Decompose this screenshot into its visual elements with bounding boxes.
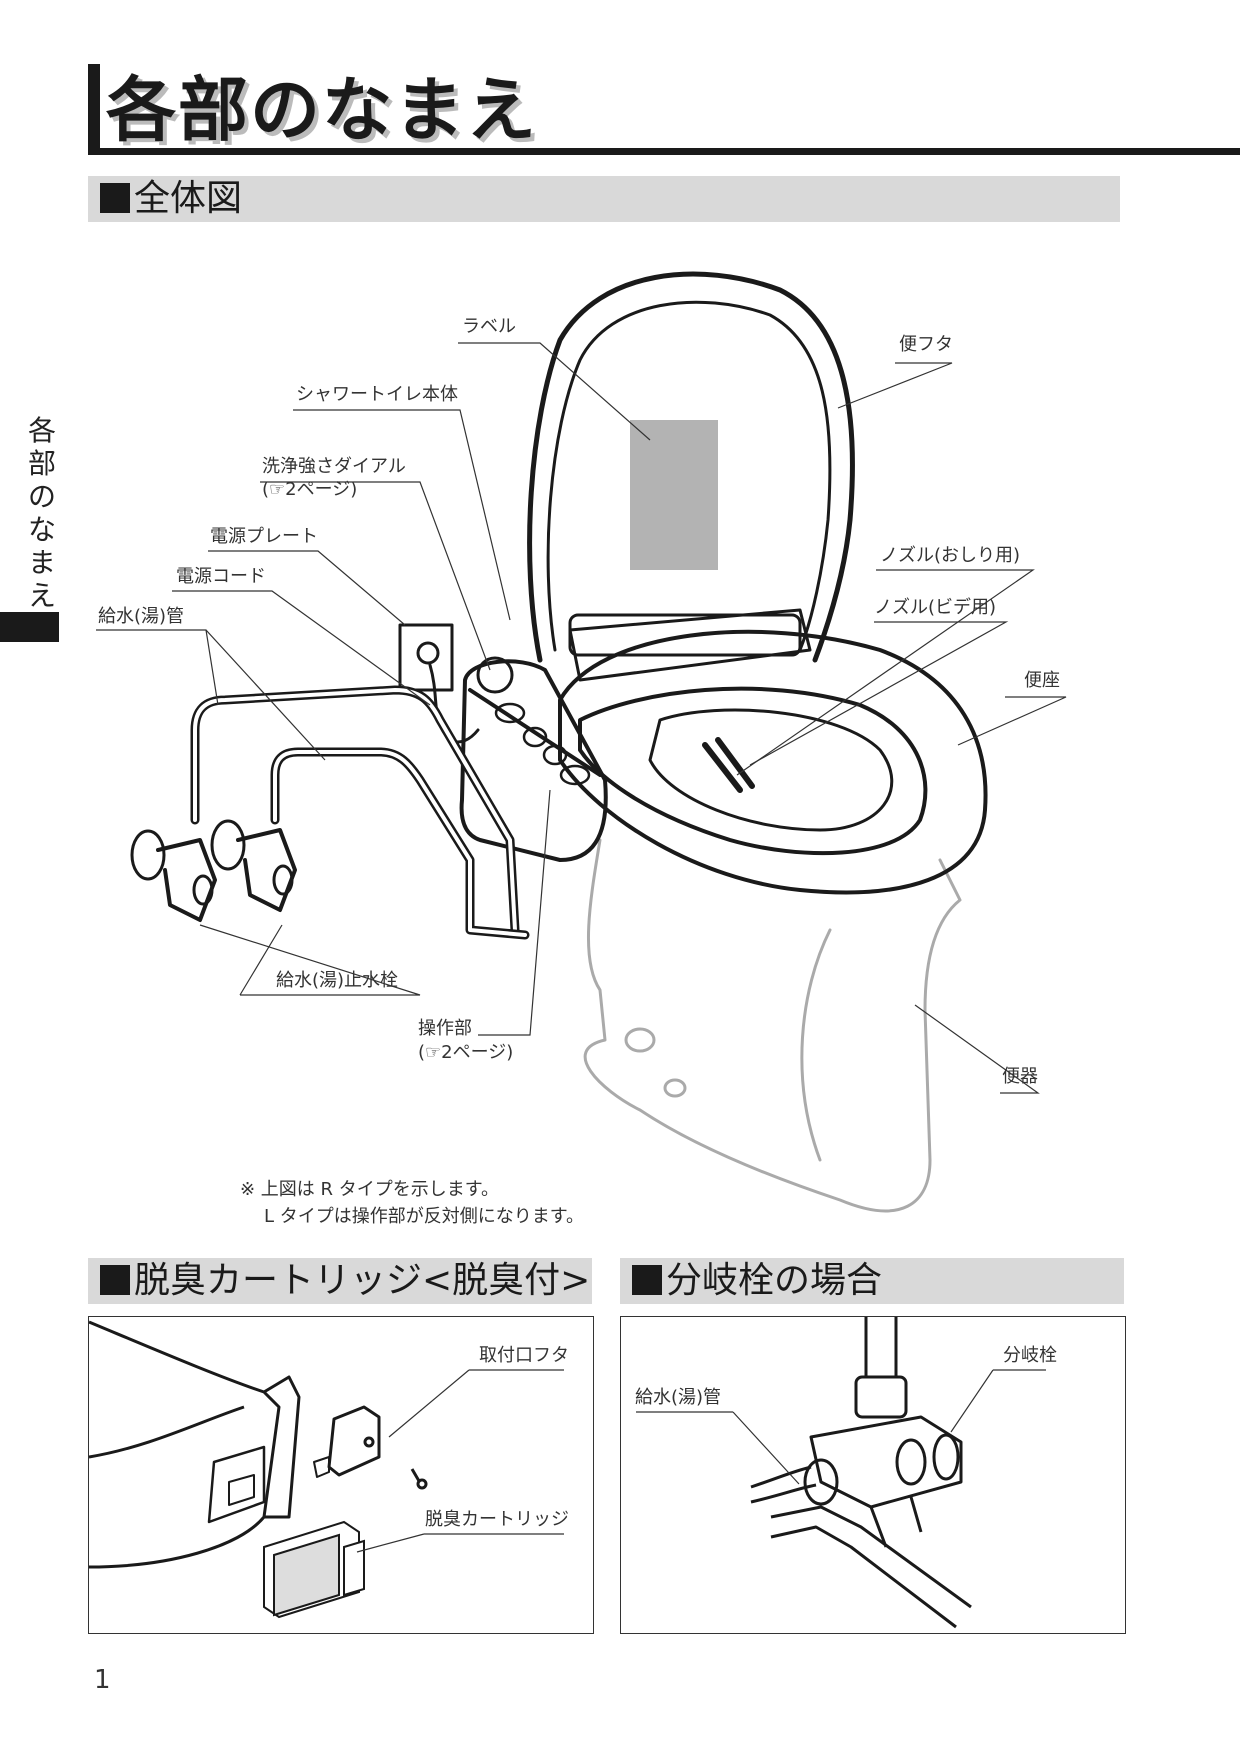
side-tab-block (0, 612, 59, 642)
section-header-branch: 分岐栓の場合 (620, 1258, 1124, 1304)
callout-branch-valve: 分岐栓 (1003, 1345, 1057, 1366)
section-header-overall: 全体図 (88, 176, 1120, 222)
page-title: 各部のなまえ (106, 69, 538, 151)
title-accent-bar (88, 64, 100, 154)
callout-control-ref: (☞2ページ) (418, 1042, 514, 1063)
deodorizer-diagram-box: 取付口フタ 脱臭カートリッジ (88, 1316, 594, 1634)
lid-label-sticker (630, 420, 718, 570)
deodorizer-diagram (88, 1320, 564, 1619)
section-title-overall: 全体図 (134, 178, 243, 219)
callout-seat: 便座 (1024, 670, 1060, 691)
section-header-deodorizer: 脱臭カートリッジ<脱臭付> (88, 1258, 592, 1304)
section-square-icon (632, 1265, 662, 1295)
callout-dial: 洗浄強さダイアル (262, 456, 406, 477)
callout-deodorizer-cartridge: 脱臭カートリッジ (425, 1509, 569, 1530)
callout-power-cord: 電源コード (176, 566, 266, 587)
callout-mount-cover: 取付口フタ (479, 1345, 569, 1366)
note-line-2: L タイプは操作部が反対側になります。 (264, 1206, 584, 1227)
callout-power-plate: 電源プレート (210, 526, 318, 547)
callout-nozzle-bidet: ノズル(ビデ用) (874, 597, 997, 618)
callout-nozzle-rear: ノズル(おしり用) (880, 545, 1021, 566)
callout-lid: 便フタ (899, 334, 953, 355)
callout-control: 操作部 (418, 1018, 472, 1039)
section-title-deodorizer: 脱臭カートリッジ<脱臭付> (134, 1260, 591, 1301)
callout-supply-pipe: 給水(湯)管 (98, 606, 185, 627)
branch-valve-diagram (636, 1317, 1046, 1629)
note-line-1: ※ 上図は R タイプを示します。 (240, 1179, 499, 1200)
callout-bowl: 便器 (1002, 1066, 1038, 1087)
toilet-overview-diagram (96, 271, 1067, 1213)
page-number: 1 (94, 1665, 111, 1695)
callout-body: シャワートイレ本体 (296, 384, 458, 405)
branch-valve-diagram-box: 分岐栓 給水(湯)管 (620, 1316, 1126, 1634)
callout-branch-pipe: 給水(湯)管 (635, 1387, 722, 1408)
callout-label: ラベル (462, 316, 516, 337)
title-underline (88, 148, 1240, 155)
section-square-icon (100, 183, 130, 213)
callout-stop-valve: 給水(湯)止水栓 (276, 970, 399, 991)
section-title-branch: 分岐栓の場合 (666, 1260, 883, 1301)
section-square-icon (100, 1265, 130, 1295)
callout-dial-ref: (☞2ページ) (262, 479, 358, 500)
side-tab-label: 各部のなまえ (27, 414, 56, 612)
